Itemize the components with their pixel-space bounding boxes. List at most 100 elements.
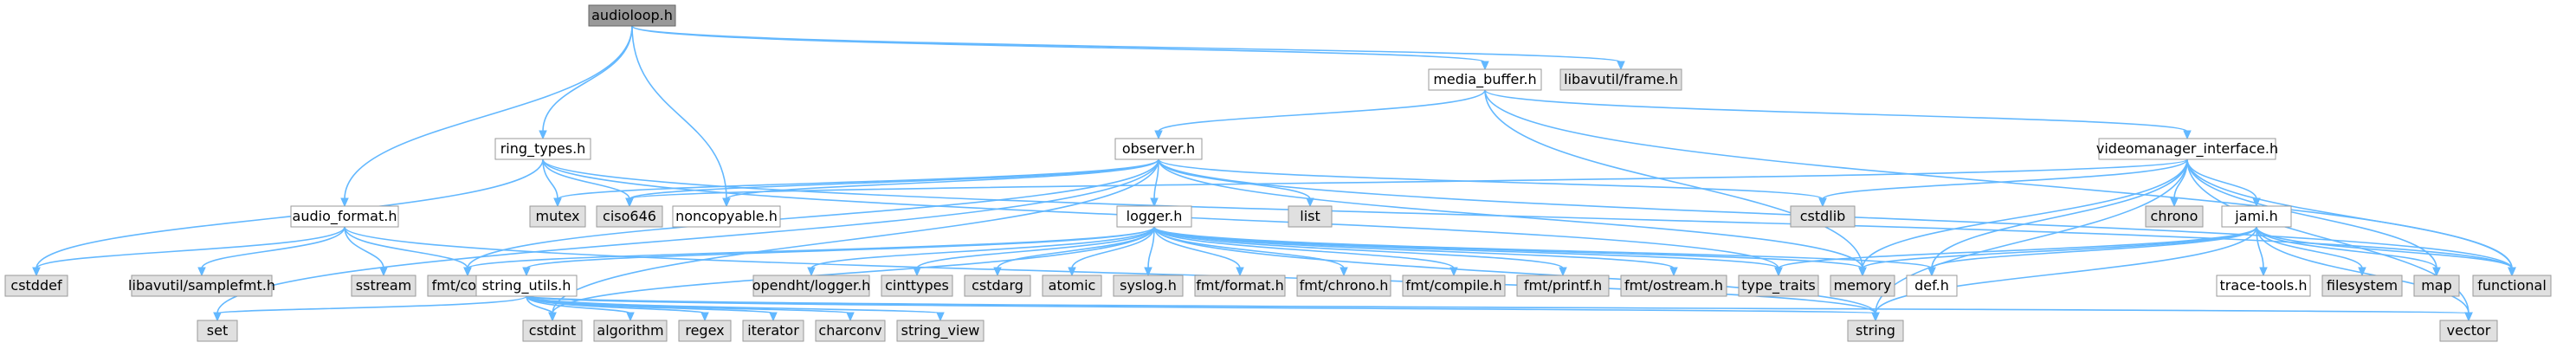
node-box — [1288, 205, 1333, 228]
node-box — [2472, 275, 2552, 297]
dependency-edge-videomanager_interface_h-to-ciso646 — [629, 158, 2188, 200]
node-box — [964, 275, 1031, 297]
dependency-edge-logger_h-to-fmt_format_h — [1153, 226, 1241, 269]
dependency-edge-observer_h-to-mutex — [557, 158, 1159, 200]
dependency-edge-logger_h-to-fmt_core_h — [467, 226, 1155, 269]
arrowhead-videomanager_interface_h-to-ciso646 — [625, 197, 634, 208]
node-observer-h[interactable]: observer.h — [1114, 138, 1203, 160]
node-cstdarg: cstdarg — [964, 275, 1031, 297]
node-string-view: string_view — [896, 320, 985, 342]
dependency-edge-videomanager_interface_h-to-map — [2186, 158, 2437, 269]
dependency-edge-videomanager_interface_h-to-def_h — [1931, 158, 2188, 269]
dependency-edge-logger_h-to-string_utils_h — [526, 226, 1155, 269]
node-cstdint: cstdint — [522, 320, 583, 342]
node-memory: memory — [1830, 275, 1895, 297]
node-box — [522, 320, 583, 342]
node-cstdlib: cstdlib — [1790, 205, 1856, 228]
node-label: set — [207, 322, 228, 339]
node-ring-types-h[interactable]: ring_types.h — [494, 138, 591, 160]
node-label: atomic — [1049, 277, 1096, 294]
node-mutex: mutex — [529, 205, 586, 228]
node-label: cstdlib — [1800, 208, 1846, 224]
node-label: trace-tools.h — [2220, 277, 2308, 294]
node-box — [1114, 138, 1203, 160]
node-box — [1402, 275, 1506, 297]
dependency-edge-media_buffer_h-to-videomanager_interface_h — [1484, 89, 2188, 132]
node-box — [1738, 275, 1819, 297]
node-label: mutex — [535, 208, 579, 224]
node-logger-h[interactable]: logger.h — [1116, 205, 1192, 228]
node-label: functional — [2477, 277, 2547, 294]
arrowhead-media_buffer_h-to-videomanager_interface_h — [2183, 130, 2192, 140]
dependency-edge-observer_h-to-fmt_core_h — [467, 158, 1159, 269]
arrowhead-logger_h-to-fmt_ostream_h — [1669, 267, 1678, 277]
node-label: cstdarg — [972, 277, 1023, 294]
node-box — [4, 275, 68, 297]
arrowhead-string_utils_h-to-algorithm — [626, 312, 635, 322]
dependency-edge-logger_h-to-string — [1153, 226, 1876, 314]
dependency-edge-ring_types_h-to-mutex — [542, 158, 558, 200]
node-box — [1790, 205, 1856, 228]
arrowhead-media_buffer_h-to-observer_h — [1154, 130, 1163, 140]
node-trace-tools-h[interactable]: trace-tools.h — [2216, 275, 2311, 297]
dependency-edge-audioloop_h-to-libavutil_frame_h — [631, 25, 1622, 63]
dependency-edge-string_utils_h-to-regex — [526, 295, 706, 314]
arrowhead-audioloop_h-to-libavutil_frame_h — [1617, 61, 1625, 71]
node-box — [1194, 275, 1286, 297]
node-box — [1296, 275, 1391, 297]
dependency-edge-jami_h-to-string — [1875, 226, 2257, 314]
node-string: string — [1847, 320, 1904, 342]
node-box — [1906, 275, 1958, 297]
node-audioloop-h[interactable]: audioloop.h — [588, 4, 676, 27]
node-type-traits: type_traits — [1738, 275, 1819, 297]
dependency-edge-jami_h-to-map — [2256, 226, 2437, 269]
node-label: chrono — [2151, 208, 2198, 224]
dependency-edge-audio_format_h-to-libavutil_samplefmt_h — [201, 226, 345, 269]
node-label: charconv — [818, 322, 881, 339]
node-def-h[interactable]: def.h — [1906, 275, 1958, 297]
node-label: fmt/format.h — [1196, 277, 1284, 294]
dependency-edge-jami_h-to-functional — [2256, 226, 2513, 269]
node-label: filesystem — [2327, 277, 2398, 294]
node-label: sstream — [356, 277, 411, 294]
node-box — [529, 205, 586, 228]
node-charconv: charconv — [815, 320, 886, 342]
arrowhead-logger_h-to-opendht_logger_h — [807, 267, 816, 277]
node-box — [588, 4, 676, 27]
node-box — [2145, 205, 2204, 228]
arrowhead-jami_h-to-memory — [1858, 267, 1867, 277]
node-box — [290, 205, 399, 228]
dependency-edge-logger_h-to-syslog_h — [1147, 226, 1155, 269]
node-box — [1116, 205, 1192, 228]
node-label: jami.h — [2234, 208, 2278, 224]
node-string-utils-h[interactable]: string_utils.h — [475, 275, 578, 297]
dependency-edge-observer_h-to-cstdint — [552, 158, 1159, 314]
nodes-layer: audioloop.h media_buffer.h libavutil/frame… — [4, 4, 2552, 342]
arrowhead-jami_h-to-type_traits — [1774, 267, 1783, 277]
node-media-buffer-h[interactable]: media_buffer.h — [1428, 68, 1542, 91]
arrowhead-logger_h-to-fmt_core_h — [463, 267, 472, 277]
node-label: videomanager_interface.h — [2096, 140, 2278, 158]
node-syslog-h: syslog.h — [1113, 275, 1184, 297]
dependency-edge-logger_h-to-fmt_printf_h — [1153, 226, 1564, 269]
arrowhead-jami_h-to-map — [2432, 267, 2441, 277]
dependency-edge-observer_h-to-cstdlib — [1158, 158, 1824, 200]
node-box — [1847, 320, 1904, 342]
node-box — [494, 138, 591, 160]
node-videomanager-interface-h[interactable]: videomanager_interface.h — [2096, 138, 2278, 160]
node-libavutil-frame-h: libavutil/frame.h — [1559, 68, 1682, 91]
node-noncopyable-h[interactable]: noncopyable.h — [672, 205, 781, 228]
node-box — [351, 275, 416, 297]
node-fmt-format-h: fmt/format.h — [1194, 275, 1286, 297]
arrowhead-videomanager_interface_h-to-chrono — [2170, 197, 2179, 208]
node-label: string_view — [901, 322, 980, 339]
node-box — [131, 275, 273, 297]
node-audio-format-h[interactable]: audio_format.h — [290, 205, 399, 228]
node-jami-h[interactable]: jami.h — [2221, 205, 2292, 228]
node-box — [475, 275, 578, 297]
dependency-edge-string_utils_h-to-string — [526, 295, 1876, 314]
node-fmt-printf-h: fmt/printf.h — [1516, 275, 1610, 297]
dependency-edge-videomanager_interface_h-to-jami_h — [2186, 158, 2257, 200]
arrowhead-audioloop_h-to-audio_format_h — [340, 197, 349, 208]
dependency-edge-jami_h-to-trace_tools_h — [2256, 226, 2264, 269]
